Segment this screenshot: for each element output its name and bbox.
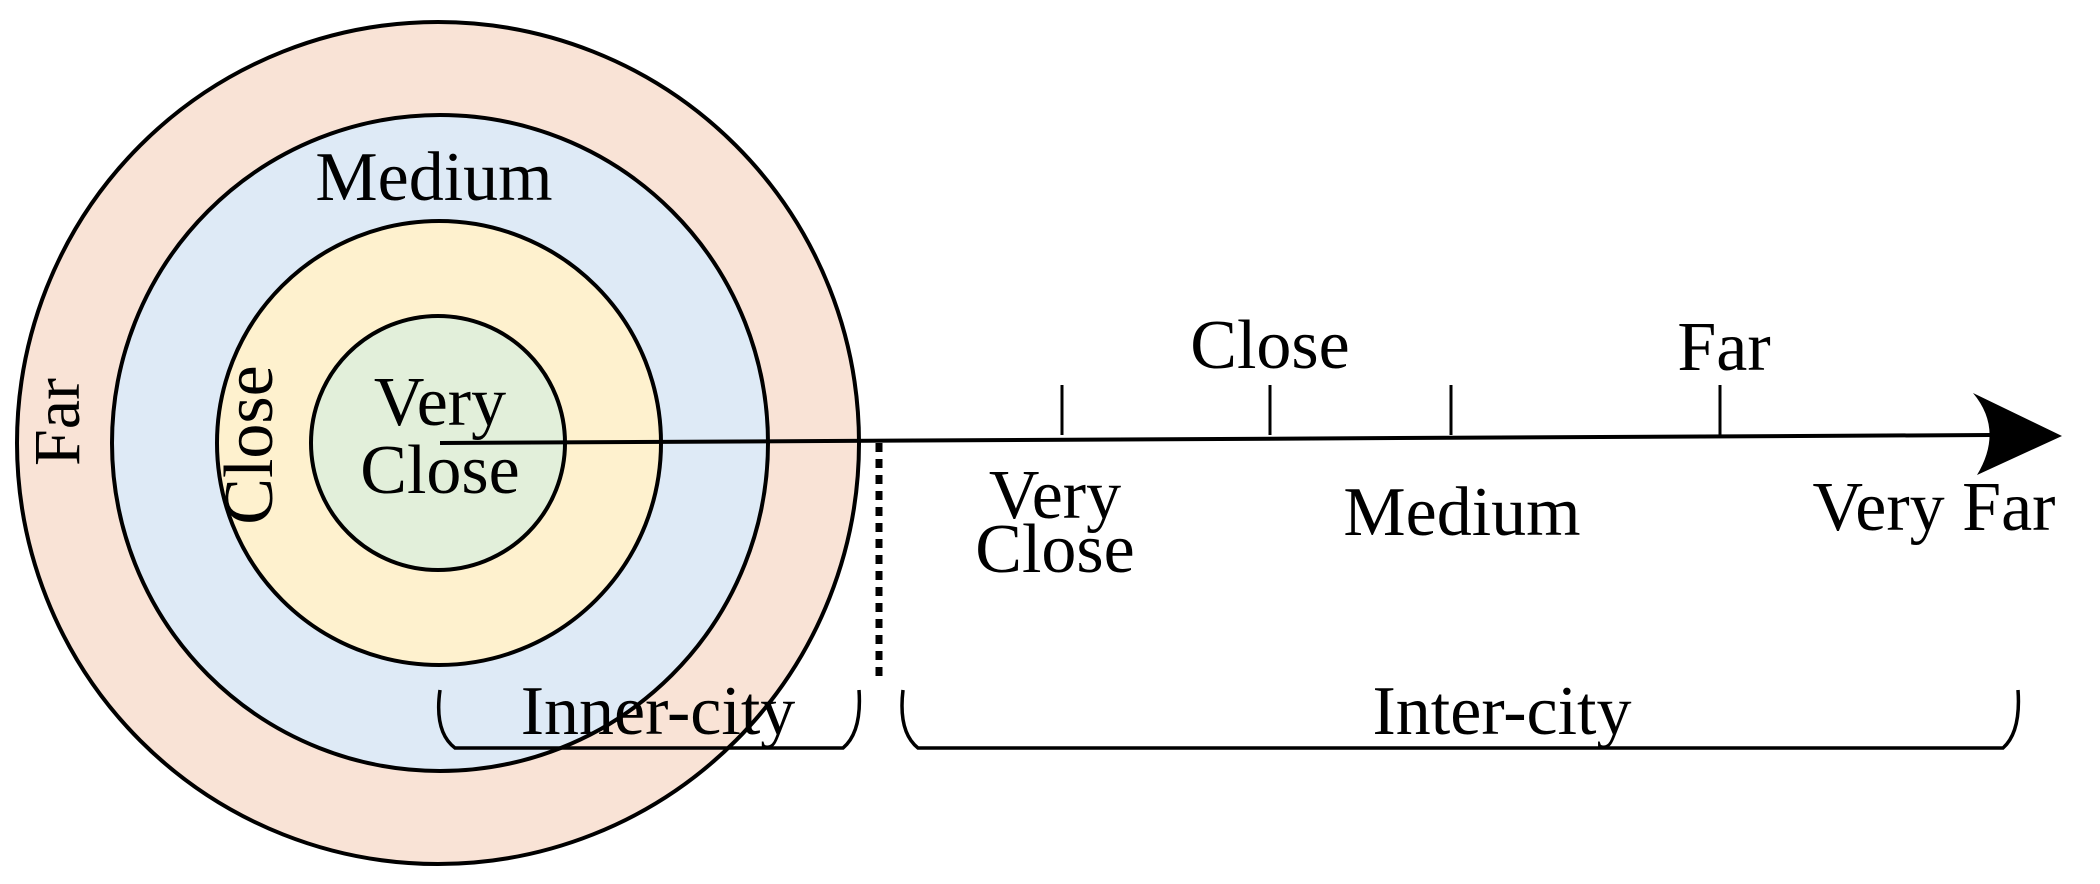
axis-label-far: Far (1677, 309, 1770, 386)
ring-label-close: Close (211, 365, 288, 524)
ring-label-medium: Medium (315, 139, 552, 216)
axis-line (439, 433, 1991, 445)
axis-label-close: Close (1190, 307, 1349, 384)
axis-arrowhead (1973, 393, 2062, 475)
inner-city-bracket (436, 689, 862, 750)
axis-label-medium: Medium (1343, 474, 1580, 551)
axis-label-very-close-line1: Very (989, 457, 1121, 534)
axis-label-very-far: Very Far (1813, 469, 2056, 546)
ring-label-very-close-line1: Very (374, 364, 506, 441)
axis-label-very-close-line2: Close (975, 511, 1134, 588)
ring-label-far: Far (21, 378, 94, 466)
ring-label-very-close-line2: Close (360, 432, 519, 509)
inter-city-label: Inter-city (1372, 673, 1631, 750)
inner-city-label: Inner-city (521, 673, 796, 750)
inter-city-bracket (900, 689, 2021, 750)
distance-axis (439, 385, 2062, 475)
